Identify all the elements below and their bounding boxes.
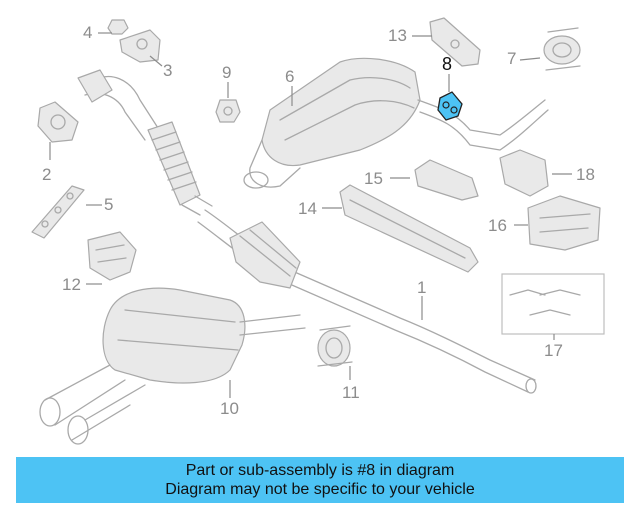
callout-14[interactable]: 14: [298, 199, 317, 218]
bracket-part-3: [119, 29, 161, 63]
clamp-part-11: [317, 325, 353, 367]
callout-10[interactable]: 10: [220, 399, 239, 418]
hanger-part-9: [215, 99, 241, 123]
mount-part-12: [87, 231, 137, 281]
callout-6[interactable]: 6: [285, 67, 294, 86]
callout-4[interactable]: 4: [83, 23, 92, 42]
heat-shield-part-15: [414, 159, 479, 201]
callout-11[interactable]: 11: [342, 383, 360, 402]
callout-2[interactable]: 2: [42, 165, 51, 184]
insert-kit-part-17: [501, 273, 605, 335]
exhaust-pipe: [197, 209, 537, 394]
catalytic-converter: [229, 221, 301, 289]
callout-15[interactable]: 15: [364, 169, 383, 188]
clamp-part-7: [543, 27, 581, 71]
callout-7[interactable]: 7: [507, 49, 516, 68]
callout-8[interactable]: 8: [442, 54, 452, 74]
banner-line-1: Part or sub-assembly is #8 in diagram: [185, 462, 455, 479]
callout-12[interactable]: 12: [62, 275, 81, 294]
rear-muffler-part-6: [227, 57, 549, 189]
leader-lines: [49, 32, 572, 398]
banner-line-2: Diagram may not be specific to your vehi…: [165, 481, 475, 498]
callout-18[interactable]: 18: [576, 165, 595, 184]
highlighted-part-8[interactable]: [437, 91, 463, 121]
down-pipe: [77, 69, 213, 216]
callout-3[interactable]: 3: [163, 61, 172, 80]
info-banner: Part or sub-assembly is #8 in diagram Di…: [16, 457, 624, 503]
nut-part-4: [107, 19, 129, 35]
bracket-part-13: [429, 17, 481, 67]
exhaust-parts-diagram: 1 2 3 4 5 6 7 8 9 10 11 12 13 14 15 16 1…: [31, 17, 605, 445]
gasket-part-2: [37, 101, 79, 143]
callout-5[interactable]: 5: [104, 195, 113, 214]
callout-17[interactable]: 17: [544, 341, 563, 360]
callout-13[interactable]: 13: [388, 26, 407, 45]
heat-shield-part-14: [339, 184, 479, 273]
front-muffler-part-10: [39, 287, 306, 445]
shield-part-18: [499, 149, 549, 197]
callout-9[interactable]: 9: [222, 63, 231, 82]
callout-1[interactable]: 1: [417, 278, 426, 297]
heat-strap-part-5: [31, 185, 85, 239]
callout-labels: 1 2 3 4 5 6 7 8 9 10 11 12 13 14 15 16 1…: [42, 23, 595, 418]
callout-16[interactable]: 16: [488, 216, 507, 235]
bracket-part-16: [527, 195, 601, 251]
